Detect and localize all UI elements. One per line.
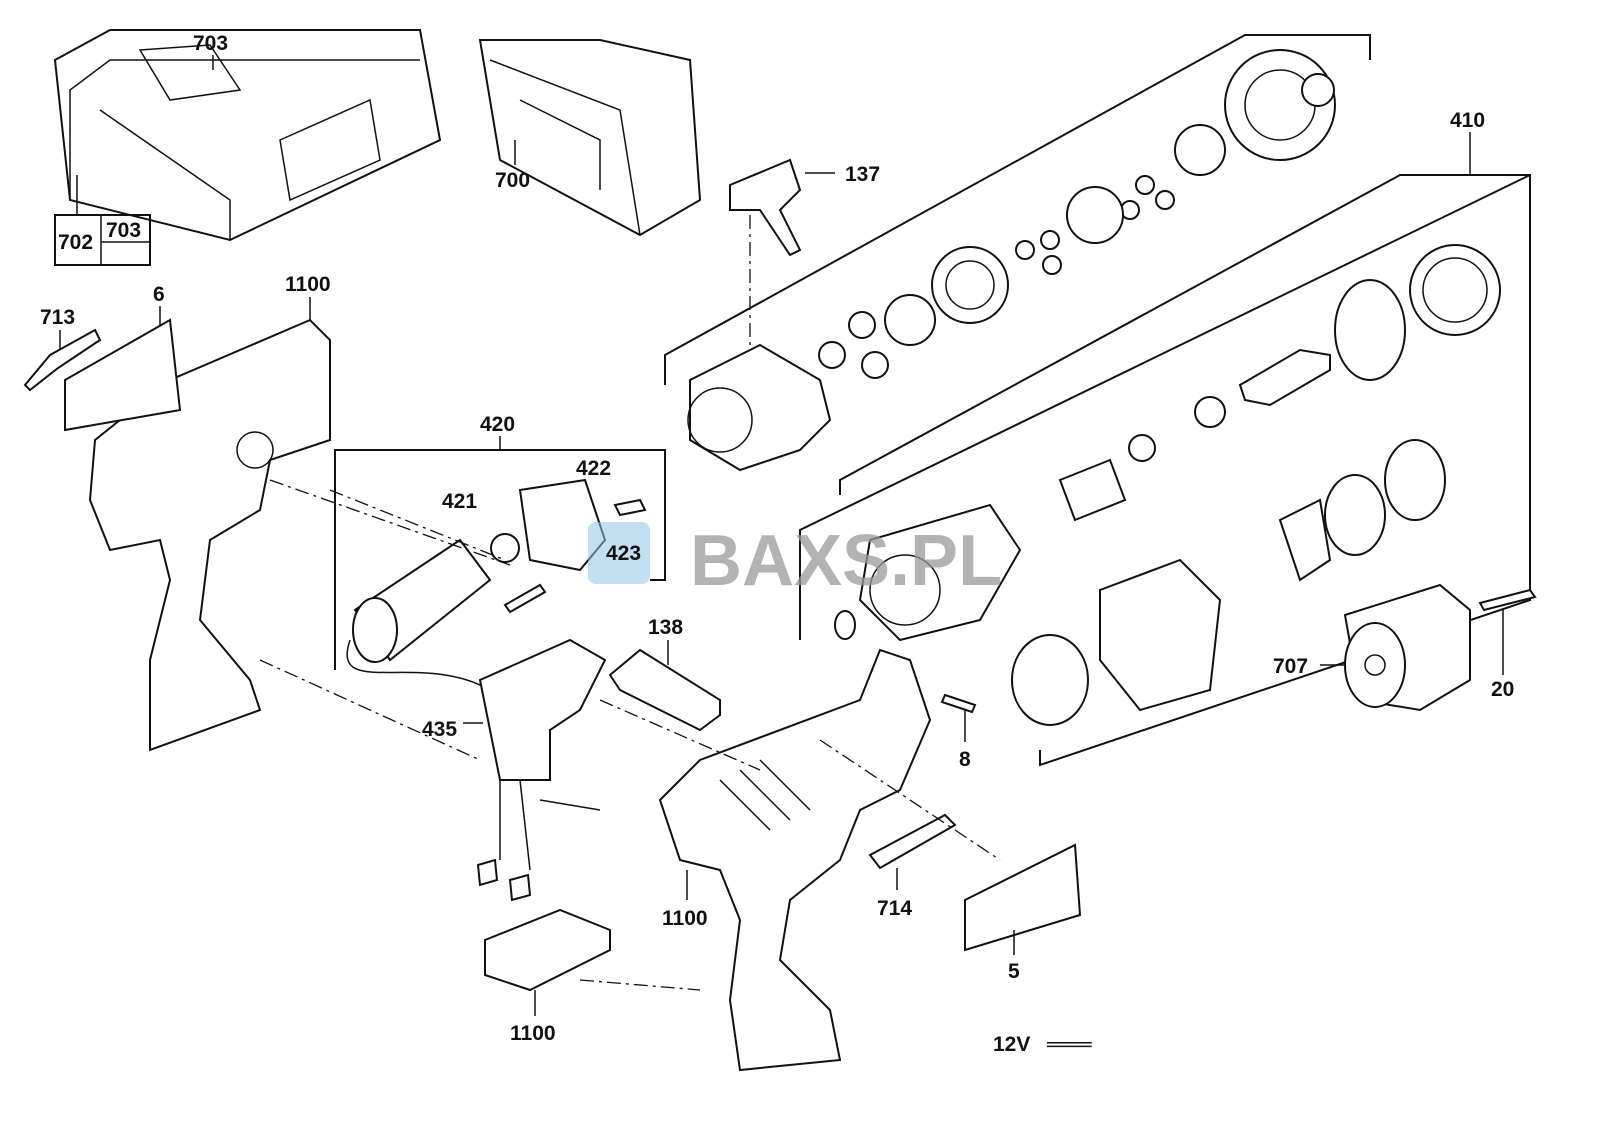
clutch-group [799, 174, 1537, 767]
assembly-lines [259, 479, 1001, 991]
voltage-label: 12V [993, 1033, 1030, 1056]
label-420: 420 [480, 413, 515, 436]
label-5: 5 [1008, 960, 1020, 983]
case-parts-box [54, 175, 151, 266]
label-423: 423 [606, 542, 641, 565]
housing-half-right [658, 648, 932, 1072]
leader-lines [59, 55, 1471, 1016]
label-1100-left: 1100 [285, 273, 331, 296]
label-1100-contact: 1100 [510, 1022, 556, 1045]
label-8: 8 [959, 748, 971, 771]
belt-clip [608, 648, 721, 732]
label-138: 138 [648, 616, 683, 639]
label-1100-right: 1100 [662, 907, 708, 930]
bits-and-labels [23, 318, 1082, 952]
label-707: 707 [1273, 655, 1308, 678]
label-713: 713 [40, 306, 75, 329]
label-422: 422 [576, 457, 611, 480]
dc-symbol: ═══ [1046, 1033, 1092, 1056]
switch-part [476, 638, 607, 902]
svg-text:BAXS.PL: BAXS.PL [690, 521, 1002, 601]
label-435: 435 [422, 718, 457, 741]
part-labels: 703 702 703 700 137 410 713 6 1100 420 4… [40, 32, 1514, 1056]
label-700: 700 [495, 169, 530, 192]
battery-contact [484, 908, 611, 992]
label-421: 421 [442, 490, 477, 513]
watermark-logo: BAXS.PL [588, 521, 1002, 601]
label-702: 702 [58, 231, 93, 254]
label-20: 20 [1491, 678, 1514, 701]
label-6: 6 [153, 283, 165, 306]
label-703-top: 703 [193, 32, 228, 55]
gearbox-group [664, 34, 1470, 495]
label-703-box: 703 [106, 219, 141, 242]
label-137: 137 [845, 163, 880, 186]
label-410: 410 [1450, 109, 1485, 132]
housing-half-left [88, 318, 331, 752]
switch-slider [729, 158, 835, 350]
carry-case-open [478, 39, 702, 237]
label-714: 714 [877, 897, 912, 920]
carry-case-closed [53, 29, 442, 242]
